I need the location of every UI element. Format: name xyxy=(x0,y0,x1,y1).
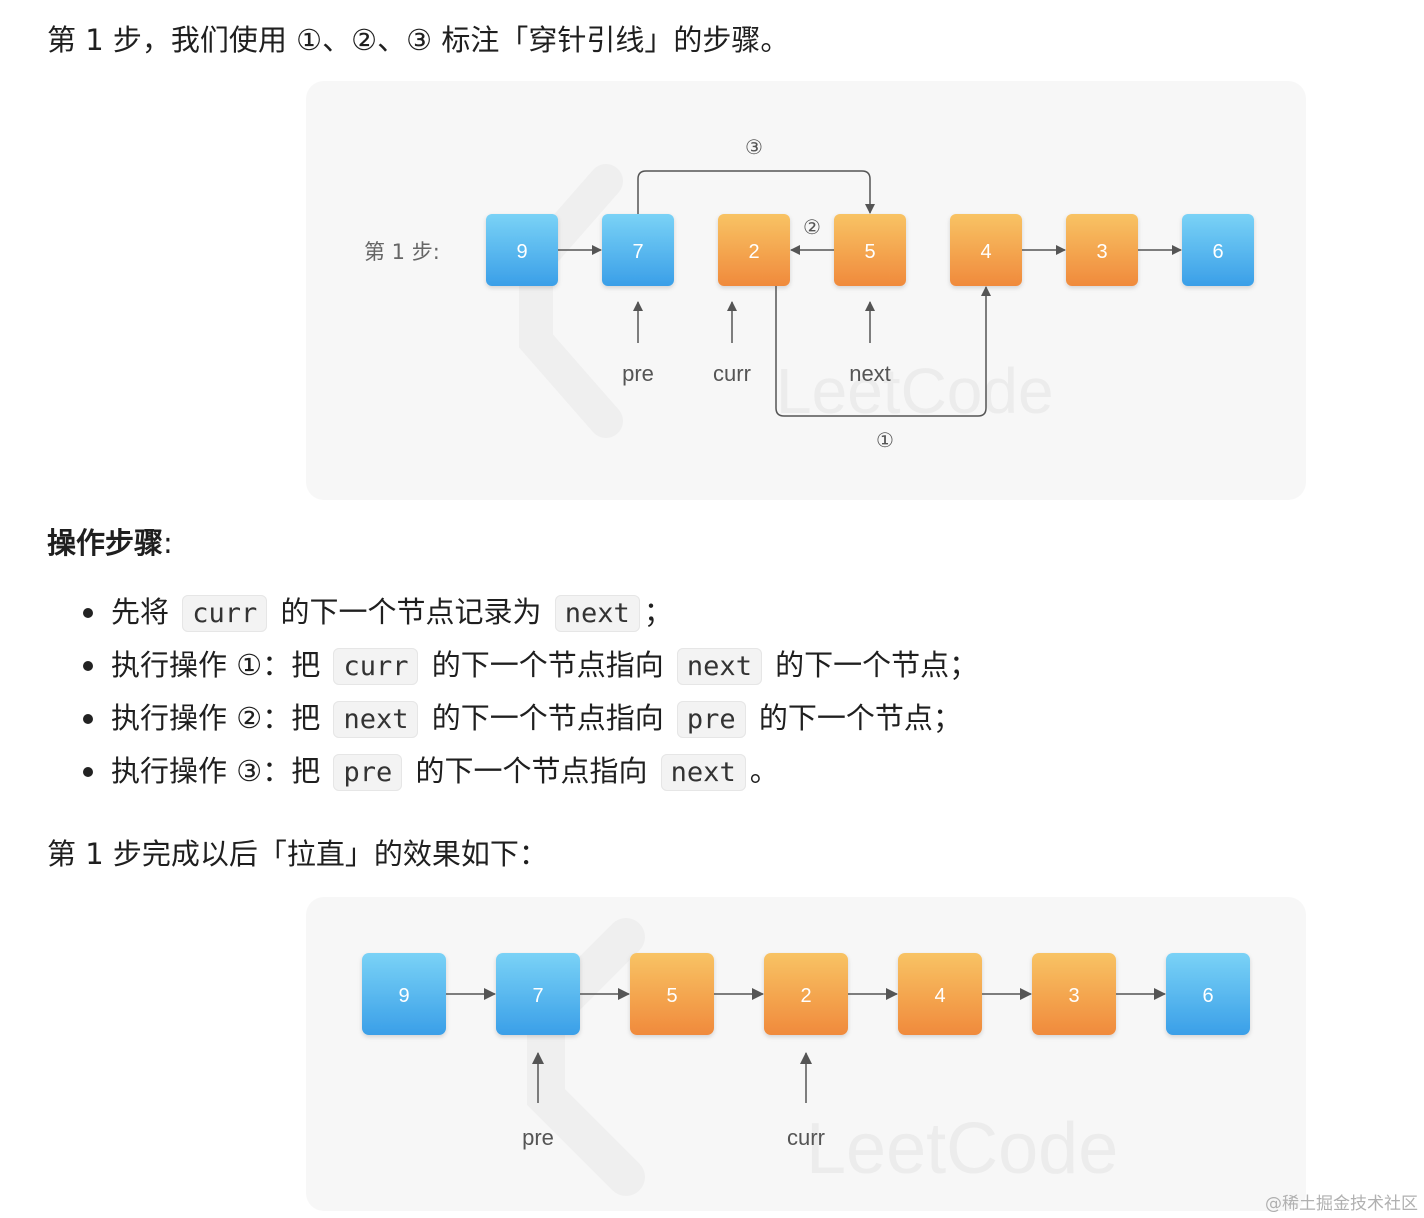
pointer-next: next xyxy=(849,361,891,386)
list-node-3: 3 xyxy=(1032,953,1116,1035)
list-node-9: 9 xyxy=(486,214,558,286)
list-node-6: 6 xyxy=(1166,953,1250,1035)
diagram-step1: LeetCode 第 1 步: 9 7 2 5 4 3 xyxy=(364,135,1254,452)
svg-text:7: 7 xyxy=(532,985,543,1007)
list-node-6: 6 xyxy=(1182,214,1254,286)
svg-text:2: 2 xyxy=(748,241,759,263)
svg-text:4: 4 xyxy=(934,985,945,1007)
op2-label: ② xyxy=(803,215,821,239)
marker-3: ③ xyxy=(406,23,433,57)
leetcode-watermark: LeetCode xyxy=(519,164,1054,438)
list-item: 先将 curr 的下一个节点记录为 next； xyxy=(80,586,978,639)
operations-list: 先将 curr 的下一个节点记录为 next； 执行操作 ①：把 curr 的下… xyxy=(80,586,978,798)
list-node-9: 9 xyxy=(362,953,446,1035)
inline-code: curr xyxy=(182,595,268,632)
step-label: 第 1 步: xyxy=(364,240,440,264)
inline-code: next xyxy=(554,595,640,632)
list-node-7: 7 xyxy=(496,953,580,1035)
inline-code: next xyxy=(676,648,762,685)
op1-label: ① xyxy=(876,428,894,452)
inline-code: pre xyxy=(676,701,746,738)
list-node-2: 2 xyxy=(718,214,790,286)
intro-paragraph: 第 1 步，我们使用 ①、②、③ 标注「穿针引线」的步骤。 xyxy=(47,23,790,57)
diagram-straightened-panel: LeetCode 9 7 5 2 4 3 6 xyxy=(306,897,1306,1211)
list-item: 执行操作 ②：把 next 的下一个节点指向 pre 的下一个节点； xyxy=(80,692,978,745)
pointer-pre: pre xyxy=(522,1125,554,1150)
marker-1: ① xyxy=(296,23,323,57)
list-node-3: 3 xyxy=(1066,214,1138,286)
watermark-text: LeetCode xyxy=(776,355,1054,427)
svg-text:5: 5 xyxy=(666,985,677,1007)
svg-text:5: 5 xyxy=(864,241,875,263)
diagram-step1-panel: LeetCode 第 1 步: 9 7 2 5 4 3 xyxy=(306,81,1306,500)
list-node-4: 4 xyxy=(898,953,982,1035)
svg-text:6: 6 xyxy=(1212,241,1223,263)
svg-text:3: 3 xyxy=(1068,985,1079,1007)
operations-heading: 操作步骤: xyxy=(47,526,173,560)
op1-arrow xyxy=(775,286,991,417)
list-node-5: 5 xyxy=(834,214,906,286)
svg-text:2: 2 xyxy=(800,985,811,1007)
svg-text:9: 9 xyxy=(398,985,409,1007)
inline-code: pre xyxy=(333,754,403,791)
inline-code: next xyxy=(333,701,419,738)
inline-code: curr xyxy=(333,648,419,685)
svg-text:9: 9 xyxy=(516,241,527,263)
list-node-7: 7 xyxy=(602,214,674,286)
corner-watermark: @稀土掘金技术社区 xyxy=(1265,1194,1418,1214)
op3-arrow xyxy=(637,170,875,214)
op3-label: ③ xyxy=(745,135,763,159)
svg-text:4: 4 xyxy=(980,241,991,263)
list-item: 执行操作 ①：把 curr 的下一个节点指向 next 的下一个节点； xyxy=(80,639,978,692)
pointer-curr: curr xyxy=(713,361,751,386)
svg-text:6: 6 xyxy=(1202,985,1213,1007)
inline-code: next xyxy=(660,754,746,791)
marker-2: ② xyxy=(351,23,378,57)
svg-text:7: 7 xyxy=(632,241,643,263)
watermark-text: LeetCode xyxy=(806,1109,1118,1189)
pointer-pre: pre xyxy=(622,361,654,386)
leetcode-watermark: LeetCode xyxy=(527,918,1118,1196)
list-node-5: 5 xyxy=(630,953,714,1035)
diagram-straightened: LeetCode 9 7 5 2 4 3 6 xyxy=(362,918,1250,1196)
svg-text:3: 3 xyxy=(1096,241,1107,263)
list-node-4: 4 xyxy=(950,214,1022,286)
pointer-curr: curr xyxy=(787,1125,825,1150)
list-node-2: 2 xyxy=(764,953,848,1035)
after-paragraph: 第 1 步完成以后「拉直」的效果如下： xyxy=(47,837,548,871)
list-item: 执行操作 ③：把 pre 的下一个节点指向 next。 xyxy=(80,745,978,798)
